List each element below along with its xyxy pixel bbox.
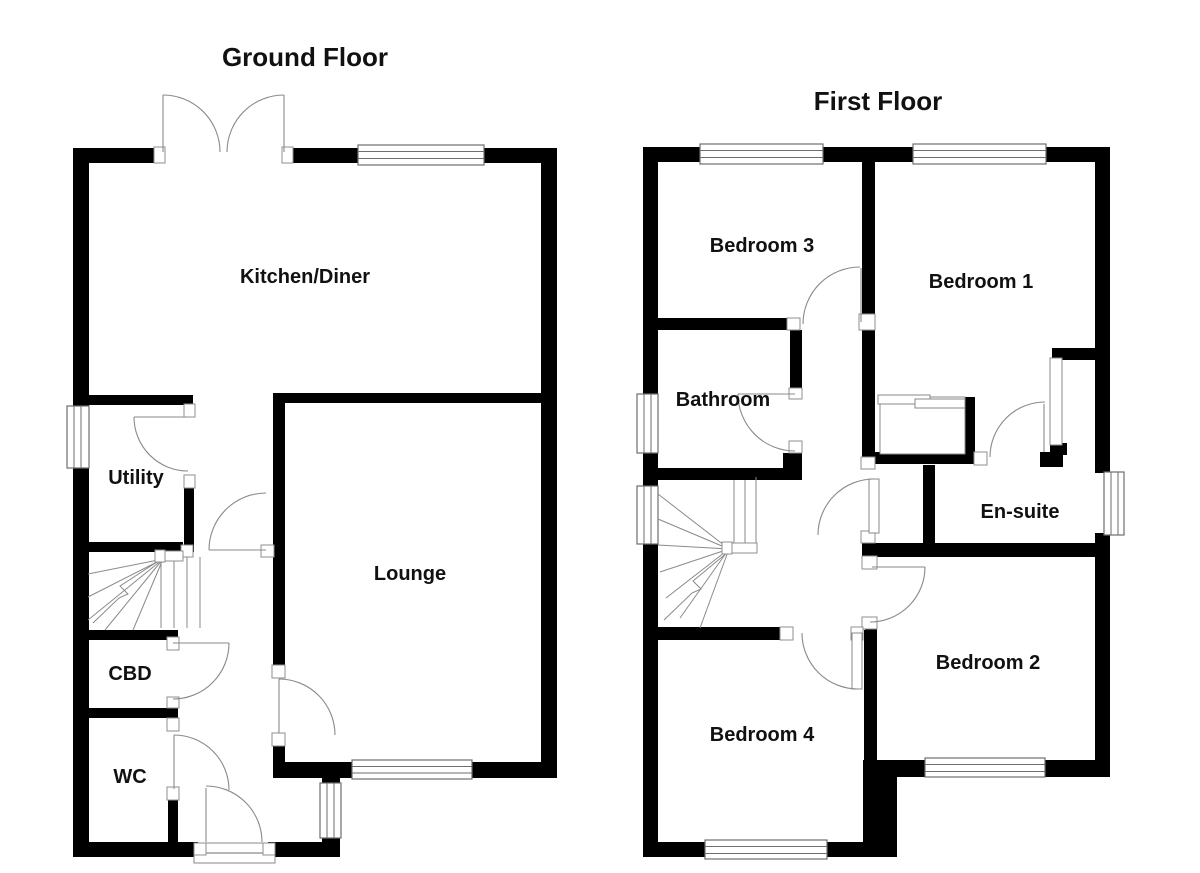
room-label-bathroom: Bathroom: [676, 389, 770, 411]
room-label-lounge: Lounge: [374, 563, 446, 585]
first-floor-title: First Floor: [814, 86, 943, 116]
hall-side-window: [319, 782, 342, 839]
bathroom-window: [636, 393, 659, 454]
ground-floor-plan: Ground Floor: [66, 42, 557, 864]
bedroom1-wardrobe: [1049, 357, 1063, 446]
bathroom-door: [737, 387, 803, 454]
bedroom4-window: [704, 839, 828, 860]
room-label-bedroom2: Bedroom 2: [936, 652, 1040, 674]
bedroom2-window: [924, 757, 1046, 778]
french-doors: [153, 94, 294, 164]
room-label-cbd: CBD: [108, 663, 151, 685]
first-floor-plan: First Floor: [636, 86, 1125, 860]
ground-floor-walls: [73, 148, 557, 857]
ground-floor-stairs: [87, 549, 201, 631]
entrance-door: [193, 785, 276, 864]
bedroom1-window: [912, 143, 1047, 165]
room-label-ensuite: En-suite: [981, 501, 1060, 523]
bedroom3-door: [786, 266, 876, 331]
first-floor-stairs: [657, 477, 758, 629]
bedroom1-closet: [877, 394, 966, 455]
room-label-utility: Utility: [108, 467, 164, 489]
room-label-bedroom3: Bedroom 3: [710, 235, 814, 257]
utility-window: [66, 405, 90, 469]
landing-window: [636, 485, 659, 545]
landing-cupboard-door: [817, 456, 880, 544]
bedroom3-window: [699, 143, 824, 165]
cbd-door: [166, 636, 230, 709]
room-label-wc: WC: [113, 766, 146, 788]
lounge-door: [271, 664, 336, 747]
first-floor-walls: [643, 147, 1110, 857]
kitchen-window: [357, 144, 485, 166]
bedroom2-door: [861, 555, 926, 630]
ensuite-door: [973, 401, 1046, 466]
utility-door: [133, 403, 196, 489]
room-label-bedroom1: Bedroom 1: [929, 271, 1033, 293]
wc-door: [166, 717, 230, 801]
ensuite-window: [1103, 471, 1125, 536]
ground-floor-title: Ground Floor: [222, 42, 388, 72]
room-label-bedroom4: Bedroom 4: [710, 724, 815, 746]
lounge-window: [351, 759, 473, 780]
bedroom4-door: [779, 626, 864, 690]
kitchen-hall-door: [180, 492, 275, 558]
room-label-kitchen-diner: Kitchen/Diner: [240, 266, 370, 288]
